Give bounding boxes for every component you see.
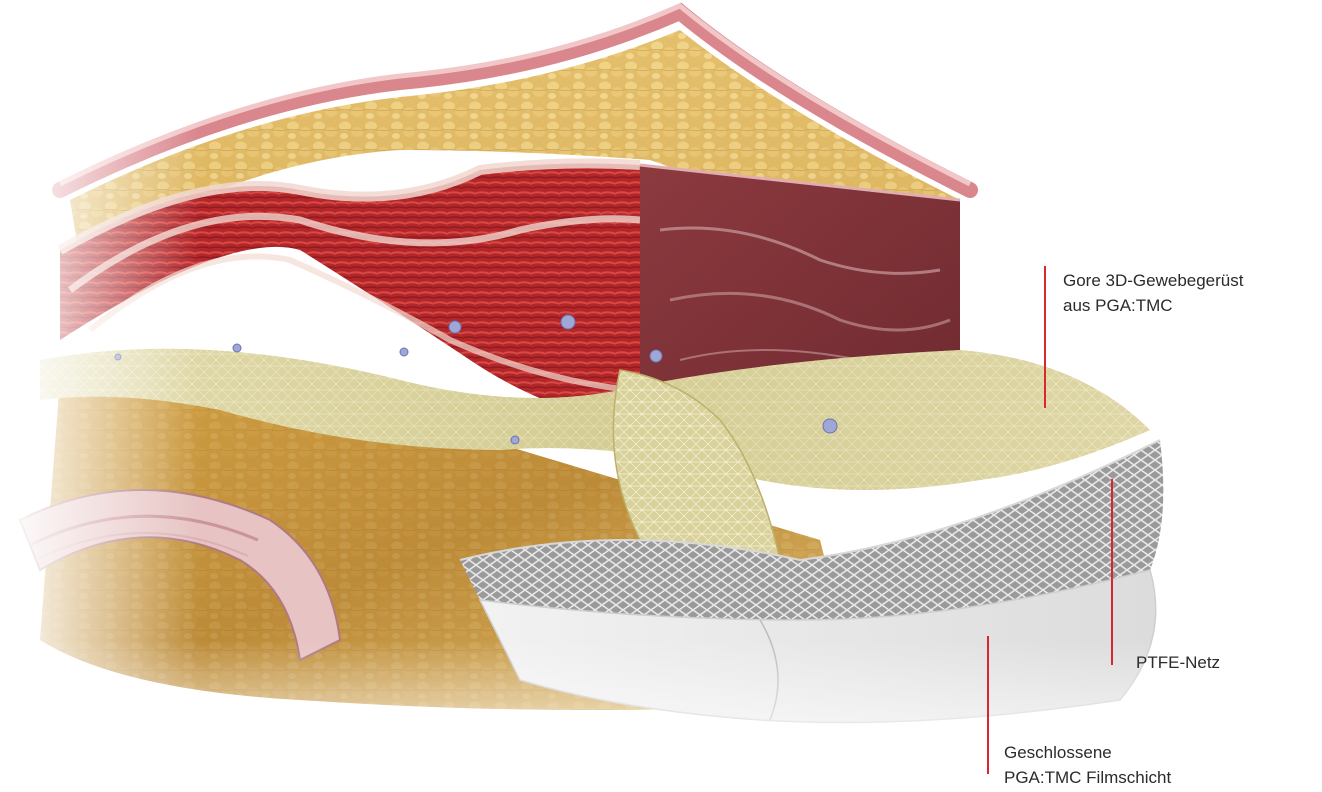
mesh-callout-line [1111,479,1113,665]
film-callout-line [987,636,989,774]
scaffold-callout-line [1044,266,1046,408]
scaffold-label-line1: Gore 3D-Gewebegerüst [1063,268,1243,293]
scaffold-label-line2: aus PGA:TMC [1063,293,1243,318]
mesh-label-line1: PTFE-Netz [1136,650,1220,675]
mesh-label: PTFE-Netz [1136,650,1220,675]
scaffold-label: Gore 3D-Gewebegerüst aus PGA:TMC [1063,268,1243,318]
film-label-line2: PGA:TMC Filmschicht [1004,765,1171,790]
film-label: Geschlossene PGA:TMC Filmschicht [1004,740,1171,790]
film-label-line1: Geschlossene [1004,740,1171,765]
